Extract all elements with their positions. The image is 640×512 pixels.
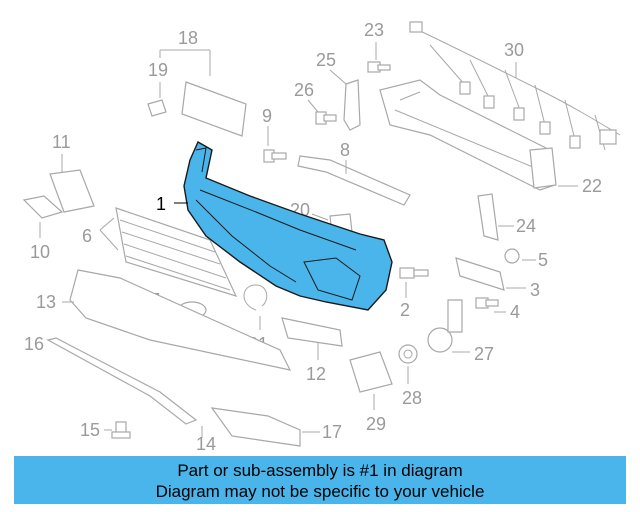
callout-22: 22: [582, 176, 602, 196]
lower-grille-6: [115, 207, 238, 297]
info-banner: Part or sub-assembly is #1 in diagram Di…: [14, 456, 626, 504]
callout-25: 25: [316, 50, 336, 70]
callout-3: 3: [530, 280, 540, 300]
callout-28: 28: [402, 388, 422, 408]
callout-6: 6: [82, 226, 92, 246]
bumper-cover-shape: [183, 141, 393, 311]
wire-21: [243, 284, 268, 311]
callout-5: 5: [538, 250, 548, 270]
callout-14: 14: [196, 434, 216, 454]
bolt-2: [399, 267, 429, 279]
callout-30: 30: [504, 40, 524, 60]
callout-8: 8: [340, 140, 350, 160]
bolt-26: [315, 111, 337, 125]
impact-bar: [379, 79, 557, 191]
callout-13: 13: [36, 292, 56, 312]
lower-valance-13: [69, 269, 292, 371]
park-sensor-27: [427, 299, 463, 353]
grommet-28: [398, 344, 418, 364]
banner-line-1: Part or sub-assembly is #1 in diagram: [177, 461, 463, 480]
callout-4: 4: [510, 302, 520, 322]
wiring-harness: [409, 21, 621, 151]
callout-11: 11: [52, 132, 71, 152]
callout-23: 23: [364, 20, 384, 40]
callout-26: 26: [294, 80, 314, 100]
callout-15: 15: [80, 420, 100, 440]
bracket-25: [343, 79, 361, 131]
clip-19: [147, 99, 167, 117]
bracket-29: [349, 351, 393, 393]
bumper-cover-1[interactable]: [183, 141, 393, 311]
bracket-3: [455, 257, 505, 291]
callout-18: 18: [178, 28, 198, 48]
callout-29: 29: [366, 414, 386, 434]
bolt-23: [367, 61, 391, 73]
callout-24: 24: [516, 216, 536, 236]
bolt-4: [475, 297, 499, 309]
callout-19: 19: [148, 60, 168, 80]
grille-insert-12: [281, 317, 343, 347]
callout-17: 17: [322, 422, 342, 442]
sensor-10: [22, 195, 64, 219]
bolt-9: [263, 149, 287, 163]
trim-strip-16: [46, 337, 198, 425]
parts-diagram: 30 22 23 25 26 18 19 9 8 11: [22, 20, 621, 454]
bracket-24: [477, 193, 499, 241]
callout-10: 10: [30, 242, 50, 262]
license-bracket-18: [181, 81, 247, 137]
bracket-11: [49, 169, 95, 213]
callout-9: 9: [262, 106, 272, 126]
reinforcement-8: [297, 155, 411, 206]
grommet-5: [504, 248, 520, 264]
banner-line-2: Diagram may not be specific to your vehi…: [155, 482, 485, 501]
callout-2: 2: [400, 300, 410, 320]
callout-1: 1: [156, 194, 166, 214]
callout-12: 12: [306, 364, 326, 384]
callout-27: 27: [474, 344, 494, 364]
lower-trim-17: [210, 407, 301, 447]
push-clip-15: [111, 421, 131, 439]
callout-16: 16: [24, 334, 44, 354]
